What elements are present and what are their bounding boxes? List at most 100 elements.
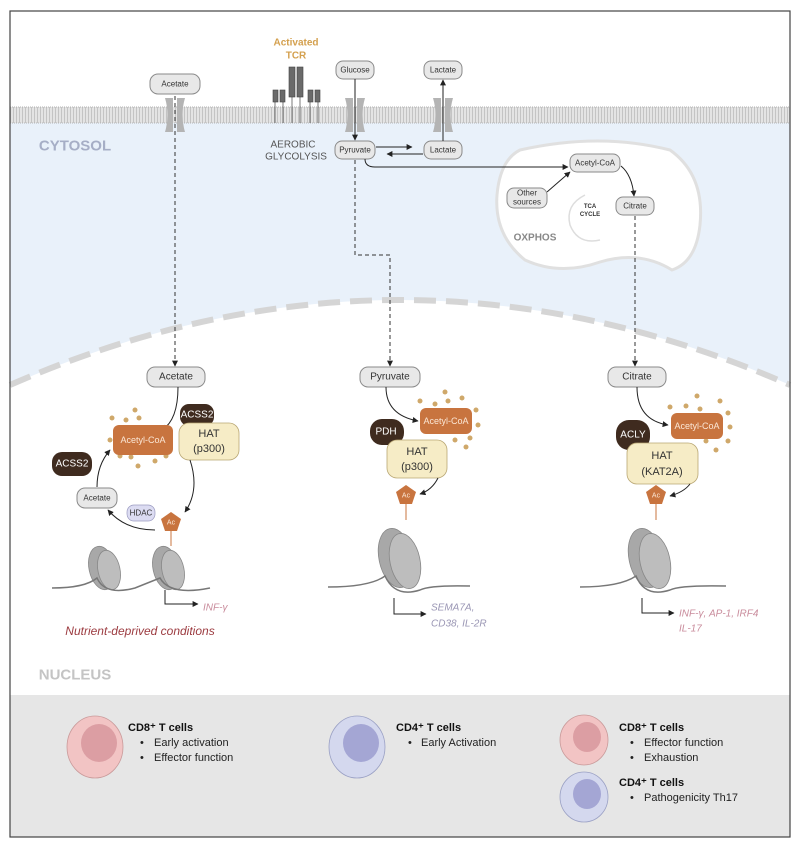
plasma-membrane (10, 107, 790, 123)
glycolysis-label-line2: GLYCOLYSIS (265, 152, 327, 163)
bullet: • (140, 752, 144, 764)
gene-label-right-line2: IL-17 (679, 624, 702, 635)
acetyl-coa-nucleus-right (671, 413, 723, 439)
acetyl-coa-mito-node (569, 153, 621, 173)
pyruvate-nucleus-label: Pyruvate (370, 372, 410, 383)
glucose-transporter-icon (345, 98, 365, 132)
cell-item: Effector function (644, 737, 723, 749)
tcr-label-line2: TCR (286, 51, 307, 62)
gene-label-middle-line2: CD38, IL-2R (431, 619, 487, 630)
acetate-recycled-label: Acetate (83, 494, 111, 503)
ac-middle-label: Ac (402, 493, 411, 500)
cell-types-panel (10, 695, 790, 837)
cell-item: Exhaustion (644, 752, 698, 764)
transcription-arrow-right (641, 598, 675, 616)
tca-label: TCA (584, 204, 597, 210)
hat-left-label: HAT (198, 428, 219, 440)
hat-middle-label: HAT (406, 446, 427, 458)
dna-strand-right (579, 574, 727, 593)
tcr-label: Activated (273, 38, 318, 49)
acetyl-coa-middle-label: Acetyl-CoA (423, 416, 468, 426)
citrate-mito-node (615, 196, 655, 216)
citrate-pathway: Citrate ACLY Acetyl-CoA HAT (KAT2A) Ac I… (579, 366, 759, 635)
gene-label-middle: SEMA7A, (431, 603, 474, 614)
hat-right-label: HAT (651, 450, 672, 462)
lactate-out-node (423, 60, 463, 80)
acetate-nucleus-node (146, 366, 206, 388)
hat-kat2a-right (626, 442, 699, 485)
cd4-nucleus-icon (573, 779, 601, 809)
bullet: • (630, 752, 634, 764)
cell-item: Pathogenicity Th17 (644, 792, 738, 804)
acetate-transporter-icon (165, 98, 185, 132)
glycolysis-label: AEROBIC (270, 140, 315, 151)
cell-item: Early Activation (421, 737, 496, 749)
hat-middle-label-line2: (p300) (401, 461, 433, 473)
cd8-nucleus-icon (81, 724, 117, 762)
bullet: • (140, 737, 144, 749)
pdh-label: PDH (375, 427, 396, 438)
acetyl-coa-right-label: Acetyl-CoA (674, 421, 719, 431)
bullet: • (630, 737, 634, 749)
acetate-extracellular-node (149, 73, 201, 95)
ac-left-label: Ac (167, 520, 176, 527)
pyruvate-cytosol-node (334, 140, 376, 160)
acss2-enzyme-left (52, 452, 92, 476)
lactate-in-label: Lactate (430, 146, 457, 155)
cytosol-label: CYTOSOL (39, 138, 111, 155)
pdh-enzyme (370, 419, 404, 445)
citrate-mito-label: Citrate (623, 202, 647, 211)
nucleus-label: NUCLEUS (39, 667, 112, 684)
citrate-nucleus-label: Citrate (622, 372, 652, 383)
acly-enzyme (616, 420, 650, 450)
acetyl-coa-mito-label: Acetyl-CoA (575, 159, 616, 168)
hat-p300-middle (386, 439, 448, 479)
pyruvate-pathway: Pyruvate PDH Acetyl-CoA HAT (p300) Ac SE… (327, 366, 487, 630)
acetyl-group-right (646, 485, 666, 504)
cell-title: CD8⁺ T cells (619, 722, 684, 734)
transcription-arrow-left (164, 590, 199, 607)
bullet: • (408, 737, 412, 749)
acetate-pathway: Acetate ACSS2 Acetyl-CoA HAT (p300) ACSS… (51, 366, 240, 638)
acly-label: ACLY (620, 430, 646, 441)
dna-strand-middle (327, 574, 471, 593)
figure-frame (9, 10, 791, 838)
cd4-nucleus-icon (343, 724, 379, 762)
acetate-nucleus-label: Acetate (159, 372, 193, 383)
tcr-receptor-icon (272, 66, 321, 123)
tca-cycle-arrow (568, 194, 601, 242)
cell-title: CD4⁺ T cells (619, 777, 684, 789)
acetyl-coa-left-label: Acetyl-CoA (120, 435, 165, 445)
acetate-recycled-node (76, 487, 118, 509)
other-sources-node (506, 187, 548, 209)
lactate-transporter-icon (433, 98, 453, 132)
hdac-label: HDAC (130, 509, 153, 518)
cd8-nucleus-icon (573, 722, 601, 752)
nucleosome-icon-middle (377, 528, 422, 589)
dna-strand-left (51, 576, 211, 592)
gene-label-right: INF-γ, AP-1, IRF4 (679, 609, 759, 620)
hat-right-label-line2: (KAT2A) (641, 466, 682, 478)
cell-card-cd4-early: CD4⁺ T cells • Early Activation (328, 715, 496, 779)
cell-item: Effector function (154, 752, 233, 764)
cell-card-cd8-early: CD8⁺ T cells • Early activation • Effect… (66, 715, 233, 779)
acetyl-group-left (161, 512, 181, 531)
cell-title: CD4⁺ T cells (396, 722, 461, 734)
glucose-label: Glucose (340, 66, 370, 75)
other-sources-label: Other (517, 189, 537, 198)
hat-p300-left (178, 422, 240, 461)
acetyl-group-middle (396, 485, 416, 504)
nucleosome-icon-right (627, 528, 672, 589)
transporter-icons (165, 98, 453, 132)
pyruvate-cytosol-label: Pyruvate (339, 146, 371, 155)
acetyl-coa-nucleus-left (113, 425, 173, 455)
hdac-enzyme (126, 504, 156, 522)
other-sources-label-line2: sources (513, 198, 541, 207)
acetyl-coa-nucleus-middle (420, 408, 472, 434)
acetate-extracellular-label: Acetate (161, 80, 189, 89)
condition-label: Nutrient-deprived conditions (65, 624, 214, 638)
nuclear-envelope (8, 297, 792, 388)
lactate-out-label: Lactate (430, 66, 457, 75)
ac-right-label: Ac (652, 493, 661, 500)
